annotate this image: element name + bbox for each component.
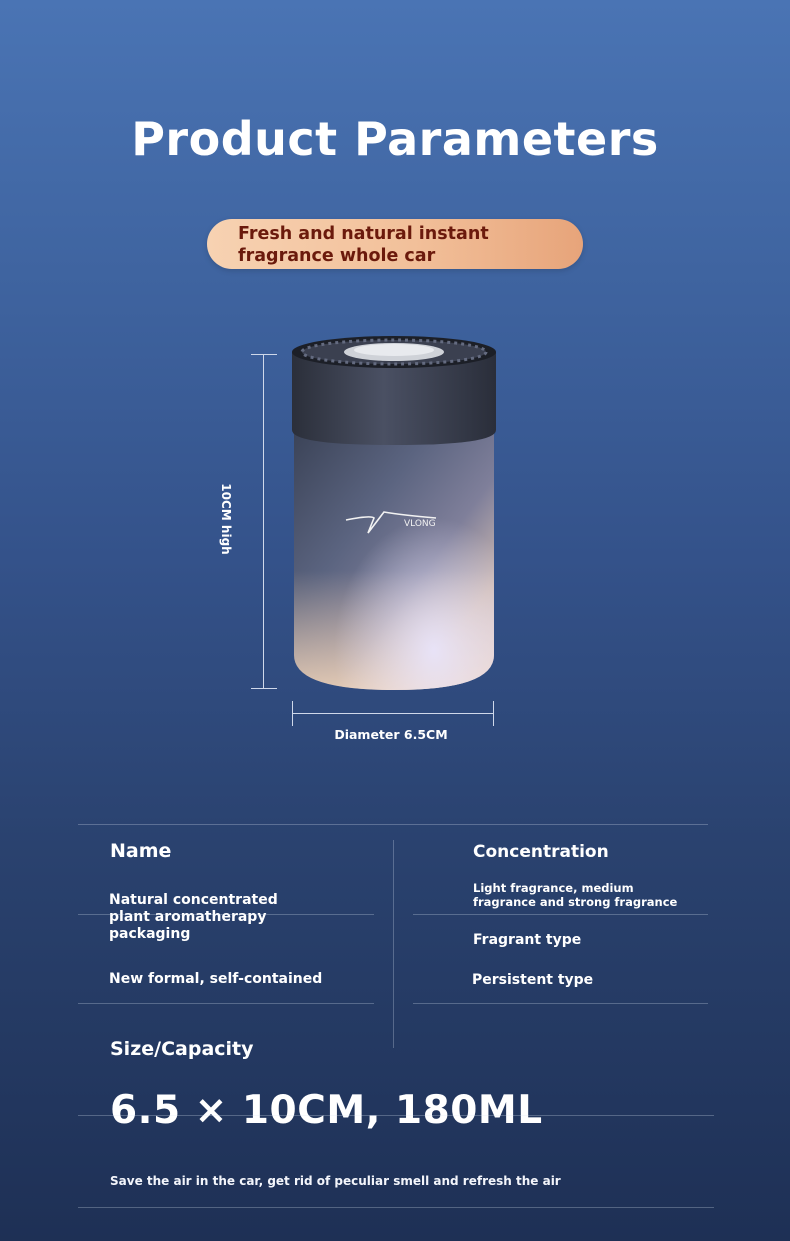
size-divider (78, 1115, 714, 1116)
persistent-type-value: Persistent type (472, 972, 594, 988)
name-heading: Name (110, 840, 172, 862)
height-dimension-top-tick (251, 354, 277, 355)
concentration-value: Light fragrance, medium fragrance and st… (473, 881, 678, 909)
height-dimension-line (263, 354, 264, 689)
diameter-dimension-right-tick (493, 701, 494, 726)
diffuser-product-image: VLONG (292, 336, 496, 690)
name-divider (78, 914, 374, 915)
spec-top-divider (78, 824, 708, 825)
footer-text: Save the air in the car, get rid of pecu… (110, 1174, 561, 1188)
fragrant-type-value: Fragrant type (473, 932, 582, 948)
diameter-dimension-line (292, 713, 494, 714)
size-heading: Size/Capacity (110, 1038, 254, 1060)
diameter-dimension-left-tick (292, 701, 293, 726)
name-value: Natural concentrated plant aromatherapy … (109, 892, 278, 942)
height-dimension-bottom-tick (251, 688, 277, 689)
height-label: 10CM high (219, 483, 233, 555)
style-divider (78, 1003, 374, 1004)
product-logo-text: VLONG (404, 519, 436, 529)
footer-divider (78, 1207, 714, 1208)
spec-column-divider (393, 840, 394, 1048)
concentration-heading: Concentration (473, 842, 609, 862)
style-value: New formal, self-contained (109, 971, 323, 987)
tagline-text: Fresh and natural instant fragrance whol… (238, 224, 489, 266)
size-value: 6.5 × 10CM, 180ML (110, 1088, 543, 1133)
page-title: Product Parameters (131, 112, 659, 166)
tagline-badge: Fresh and natural instant fragrance whol… (207, 219, 583, 269)
persistent-divider (413, 1003, 708, 1004)
concentration-divider (413, 914, 708, 915)
diameter-label: Diameter 6.5CM (334, 727, 448, 742)
